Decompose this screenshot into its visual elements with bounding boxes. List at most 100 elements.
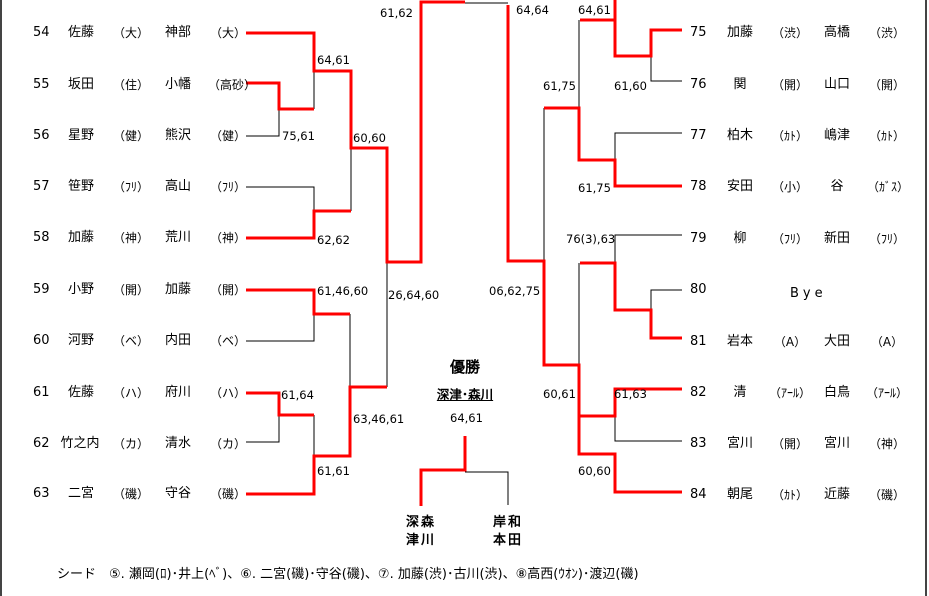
club: （大） (209, 26, 246, 40)
club: （カ） (209, 437, 246, 451)
player-name: 宮川 (726, 436, 753, 451)
entry-number: 63 (33, 486, 50, 501)
entry-number: 81 (690, 334, 707, 349)
player-name: 嶋津 (823, 128, 850, 143)
player-name: 星野 (67, 128, 94, 143)
player-name: 加藤 (726, 25, 753, 40)
entry-number: 83 (690, 436, 707, 451)
club: （ベ） (209, 334, 246, 348)
champion-names: 深津･森川 (436, 387, 494, 402)
club: （ハ） (112, 386, 149, 400)
player-name: 高橋 (823, 25, 850, 40)
player-name: 谷 (830, 179, 844, 194)
match-score: 06,62,75 (489, 284, 541, 298)
club: （開） (868, 78, 905, 92)
club: （ｶﾞｽ） (867, 180, 910, 194)
club: （ｶﾄ） (771, 488, 808, 502)
finalist-right: 岸和本田 (488, 514, 528, 550)
player-name: 内田 (164, 333, 191, 348)
club: （神） (112, 231, 149, 245)
player-name: 荒川 (164, 230, 191, 245)
finalist-name: 岸和 (492, 515, 523, 530)
match-score: 61,62 (380, 6, 413, 20)
match-score: 60,60 (353, 131, 386, 145)
club: （開） (771, 78, 808, 92)
match-score: 26,64,60 (388, 288, 440, 302)
player-name: 清 (733, 385, 747, 400)
club: （渋） (868, 26, 905, 40)
player-name: 新田 (823, 231, 850, 246)
player-name: 高山 (164, 179, 191, 194)
entry-number: 76 (690, 77, 707, 92)
player-name: 白鳥 (823, 385, 850, 400)
club: （小） (771, 180, 808, 194)
match-score: 60,60 (578, 464, 611, 478)
club: （健） (112, 129, 149, 143)
club: （A） (870, 335, 904, 349)
entry-number: 79 (690, 231, 707, 246)
match-score: 61,75 (543, 79, 576, 93)
match-score: 60,61 (543, 387, 576, 401)
player-name: 佐藤 (67, 25, 94, 40)
finalist-name: 津川 (405, 533, 436, 548)
match-score: 76(3),63 (566, 232, 616, 246)
match-score: 61,46,60 (317, 284, 369, 298)
player-name: 小幡 (164, 77, 191, 92)
club: （ｱｰﾙ） (865, 386, 908, 400)
club: （神） (209, 231, 246, 245)
player-name: 関 (733, 77, 747, 92)
entry-number: 56 (33, 128, 50, 143)
match-score: 61,75 (578, 181, 611, 195)
club: （高砂） (208, 78, 257, 92)
player-name: 柳 (733, 231, 747, 246)
club: （ｱｰﾙ） (768, 386, 811, 400)
finalist-name: 深森 (405, 515, 436, 530)
club: （ﾌﾘ） (209, 180, 246, 194)
entry-number: 82 (690, 385, 707, 400)
player-name: 熊沢 (164, 128, 191, 143)
match-score: 61,64 (281, 388, 314, 402)
club: （ﾌﾘ） (771, 232, 808, 246)
player-name: 安田 (726, 179, 753, 194)
player-name: 坂田 (67, 77, 94, 92)
club: （ハ） (209, 386, 246, 400)
player-name: 竹之内 (60, 436, 100, 451)
match-score: 61,61 (317, 464, 350, 478)
match-score: 75,61 (282, 129, 315, 143)
club: （A） (773, 335, 807, 349)
club: （開） (112, 283, 149, 297)
club: （ｶﾄ） (868, 129, 905, 143)
player-name: 佐藤 (67, 385, 94, 400)
player-name: 笹野 (67, 179, 94, 194)
player-name: 近藤 (823, 487, 850, 502)
club: （ｶﾄ） (771, 129, 808, 143)
player-name: 守谷 (164, 486, 191, 501)
match-score: 64,61 (317, 53, 350, 67)
seed-note: シード ⑤. 瀬岡(ﾛ)･井上(ﾍﾞ)、⑥. 二宮(磯)･守谷(磯)、⑦. 加藤… (57, 567, 639, 582)
player-name: 岩本 (726, 334, 753, 349)
match-score: 63,46,61 (353, 412, 405, 426)
club: （大） (112, 26, 149, 40)
bracket-winner-lines (246, 0, 682, 506)
player-name: 小野 (67, 282, 94, 297)
entry-number: 57 (33, 179, 50, 194)
match-score: 62,62 (317, 233, 350, 247)
player-name: 加藤 (67, 230, 94, 245)
club: （神） (868, 437, 905, 451)
club: （住） (112, 78, 149, 92)
player-name: 清水 (164, 436, 191, 451)
player-name: 宮川 (823, 436, 850, 451)
entry-number: 54 (33, 25, 50, 40)
club: （カ） (112, 437, 149, 451)
bye-label: Bye (790, 286, 827, 301)
club: （ﾌﾘ） (112, 180, 149, 194)
entry-number: 55 (33, 77, 50, 92)
entry-number: 77 (690, 128, 707, 143)
finalist-name: 本田 (492, 533, 523, 548)
entry-number: 78 (690, 179, 707, 194)
club: （健） (209, 129, 246, 143)
club: （開） (209, 283, 246, 297)
club: （磯） (112, 487, 149, 501)
